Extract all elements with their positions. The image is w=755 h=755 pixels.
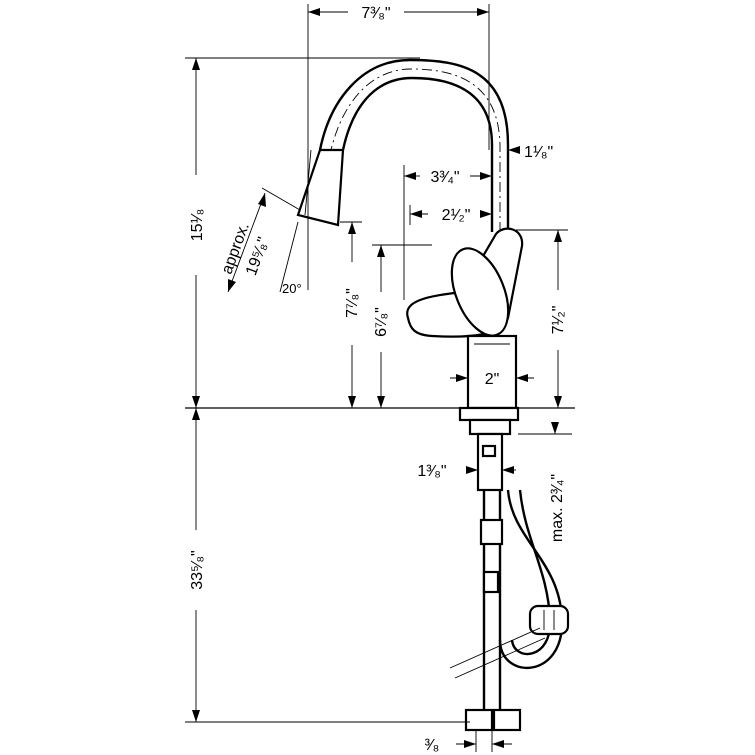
label-top-width: 7³⁄₈": [361, 5, 390, 22]
label-tilt-angle: 20°: [282, 281, 302, 296]
break-line-b: [454, 637, 546, 679]
arrow-lever-b-left: [410, 210, 422, 218]
arrow-top-right: [477, 8, 489, 16]
label-body-height: 7¹⁄₂": [550, 306, 567, 335]
hose-fitting-upper: [479, 518, 504, 546]
arrow-base-left: [456, 374, 468, 382]
label-spout-offset: 1¹⁄₈": [524, 144, 553, 161]
arrow-body-bottom: [554, 396, 562, 408]
label-lever-height: 6⁷⁄₈": [373, 307, 390, 337]
label-below-deck: 33⁵⁄₈": [189, 550, 206, 589]
arrow-pullout-top: [258, 193, 266, 207]
arrow-lever-b-right: [480, 210, 492, 218]
lever-knob: [450, 247, 510, 337]
dimension-labels: 7³⁄₈" 1¹⁄₈" 3³⁄₄" 2¹⁄₂" 15¹⁄₈ 7⁷⁄₈" 6⁷⁄₈…: [189, 5, 567, 754]
label-total-height: 15¹⁄₈: [189, 209, 206, 241]
arrow-shank-right: [502, 466, 514, 474]
arrow-lever-a-left: [404, 172, 416, 180]
arrow-spray-top: [348, 222, 356, 234]
base-plate: [458, 406, 520, 422]
arrow-offset: [508, 146, 520, 154]
angle-leg: [279, 221, 299, 293]
arrow-base-right: [516, 374, 528, 382]
arrow-spray-bottom: [348, 396, 356, 408]
arrow-lever-height-top: [377, 245, 385, 257]
connector-left: [464, 708, 494, 732]
arrow-shank-left: [466, 466, 478, 474]
spray-head: [296, 148, 345, 227]
arrow-below-bottom: [192, 710, 200, 722]
shank: [476, 432, 504, 492]
arrow-top-left: [308, 8, 320, 16]
label-base-width: 2": [485, 371, 500, 388]
arrow-max-deck: [551, 422, 559, 434]
hose-fitting-lower: [482, 570, 500, 594]
shank-clip: [481, 444, 497, 458]
break-line-a: [449, 627, 541, 669]
label-shank-width: 1³⁄₈": [417, 463, 446, 480]
ext-pullout: [261, 187, 301, 211]
label-max-deck: max. 2³⁄₄": [549, 474, 566, 542]
hose-weight: [528, 604, 570, 636]
dim-pullout: [227, 192, 266, 293]
spout-inner: [341, 76, 494, 232]
arrow-lever-height-bottom: [377, 396, 385, 408]
arrow-hose-end-right: [492, 740, 504, 748]
arrow-lever-a-right: [480, 172, 492, 180]
mount-nut: [468, 418, 512, 436]
dimension-lines: [185, 4, 572, 752]
label-lever-reach-a: 3³⁄₄": [430, 169, 459, 186]
label-spray-height: 7⁷⁄₈": [344, 288, 361, 318]
spout-hose-centerline: [330, 68, 501, 232]
arrow-total-top: [192, 58, 200, 70]
label-hose-end: ³⁄₈: [425, 737, 440, 754]
connector-right: [492, 708, 522, 732]
label-lever-reach-b: 2¹⁄₂": [442, 207, 471, 224]
faucet-body: [185, 58, 575, 732]
arrow-total-bottom: [192, 396, 200, 408]
label-pullout-length: 19⁵⁄₈": [243, 235, 272, 278]
arrow-pullout-bottom: [228, 279, 236, 292]
arrow-body-top: [554, 230, 562, 242]
arrow-hose-end-left: [464, 740, 476, 748]
spout-outer: [318, 58, 510, 232]
arrow-below-top: [192, 408, 200, 420]
